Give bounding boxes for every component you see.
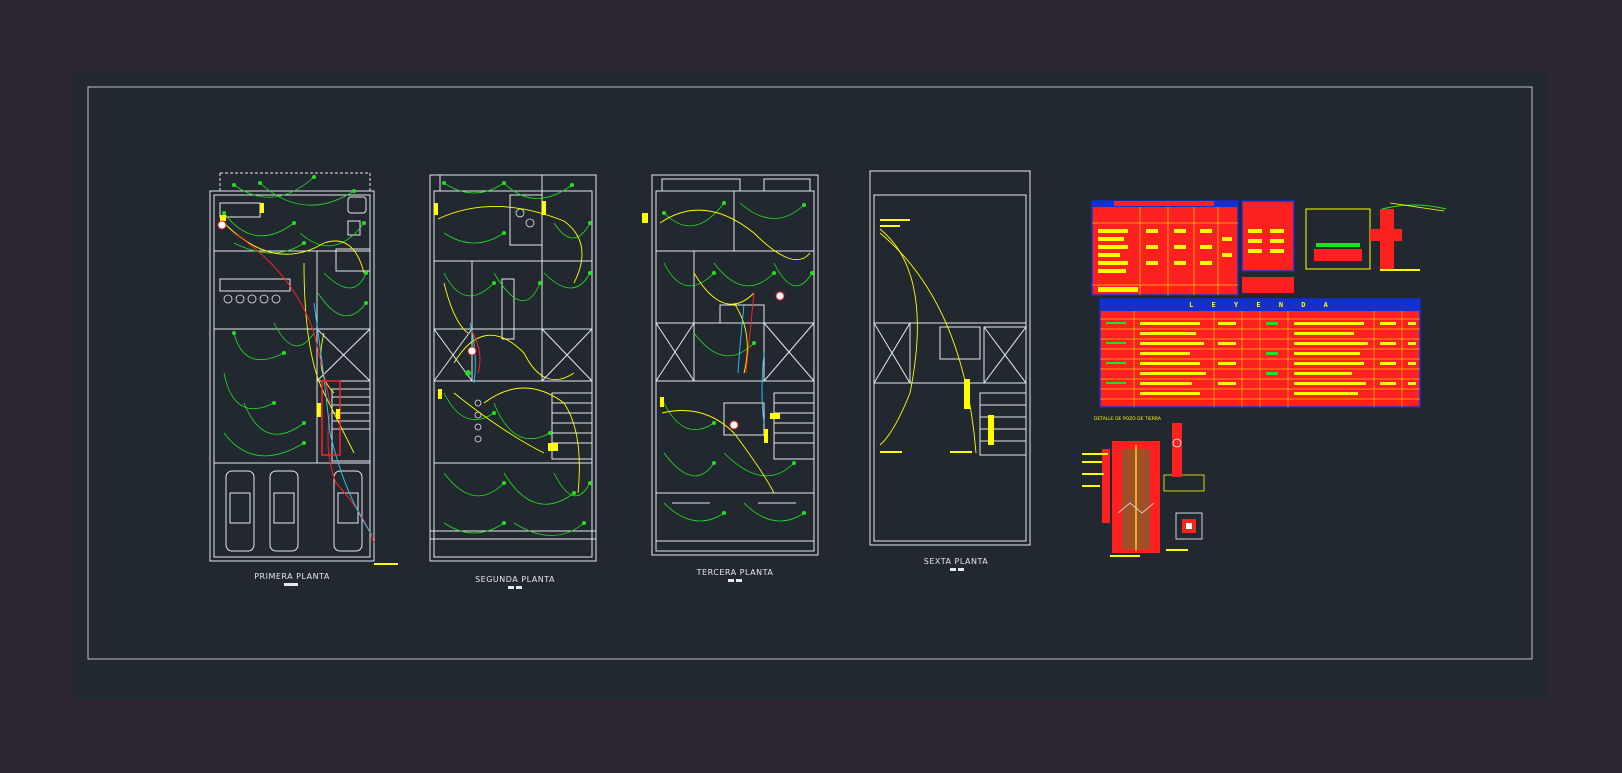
plan-label-primera: PRIMERA PLANTA [254,572,330,581]
wall-section-detail [1370,202,1447,271]
legend-table [1099,298,1421,408]
plan-1-outlets [222,175,368,445]
plan-primera-planta [209,172,398,565]
plan-sexta-planta [869,170,1031,546]
cad-drawing [87,86,1533,660]
plan-tercera-planta [642,174,819,556]
legend-title: L E Y E N D A [1189,301,1335,309]
load-table-1 [1091,200,1295,296]
plan-segunda-planta [429,174,597,562]
sheet-border [87,86,1533,660]
plan-label-sexta: SEXTA PLANTA [923,557,989,566]
plan-label-segunda: SEGUNDA PLANTA [475,575,555,584]
ground-well-detail [1082,423,1205,557]
plan-label-tercera: TERCERA PLANTA [696,568,774,577]
symbol-box [1305,208,1371,270]
drawing-sheet: PRIMERA PLANTA SEGUNDA PLANTA TERCERA PL… [74,73,1548,700]
ground-detail-title: DETALLE DE POZO DE TIERRA [1094,417,1161,422]
